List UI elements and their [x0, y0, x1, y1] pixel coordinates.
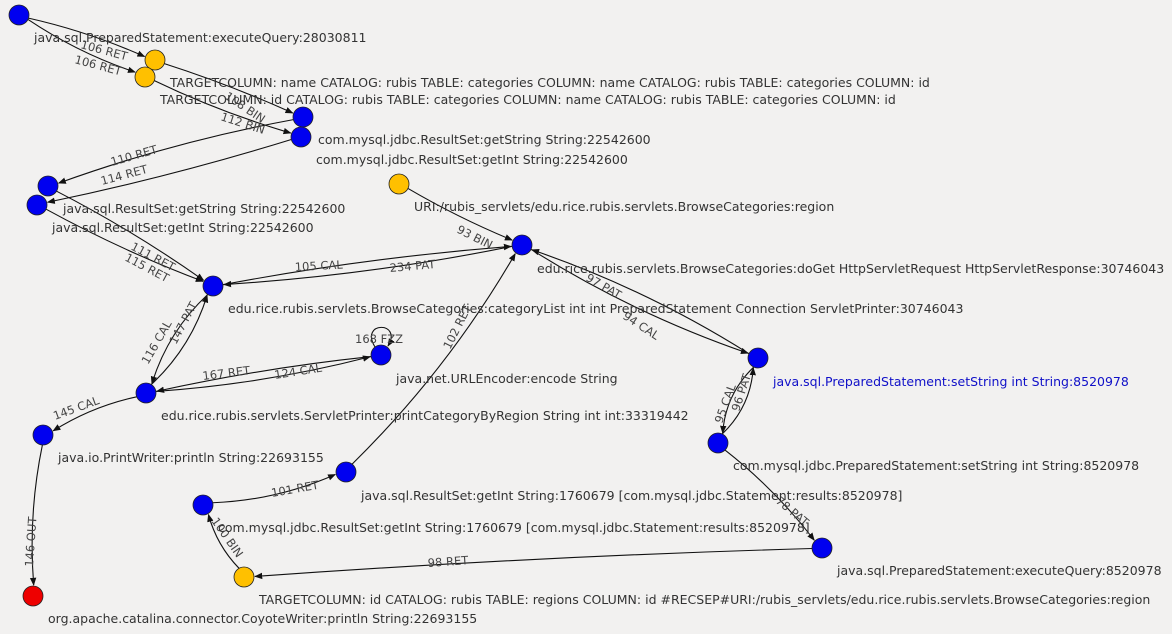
- edge-e106a: [28, 17, 146, 58]
- edge-e168: [370, 326, 395, 348]
- edge-e106b: [27, 18, 136, 73]
- graph-node-blue[interactable]: [202, 275, 224, 297]
- edge-label: 124 CAL: [273, 361, 323, 382]
- node-label: java.sql.ResultSet:getString String:2254…: [62, 201, 345, 216]
- node-label: com.mysql.jdbc.ResultSet:getInt String:1…: [218, 520, 810, 535]
- node-label: java.sql.PreparedStatement:executeQuery:…: [33, 30, 366, 45]
- edge-label: 147 PAT: [166, 299, 200, 347]
- edge-e112: [154, 80, 292, 135]
- graph-node-blue[interactable]: [192, 494, 214, 516]
- graph-node-blue[interactable]: [335, 461, 357, 483]
- edge-e108: [164, 63, 294, 114]
- graph-node-blue[interactable]: [811, 537, 833, 559]
- graph-node-yellow[interactable]: [233, 566, 255, 588]
- node-label: com.mysql.jdbc.ResultSet:getInt String:2…: [316, 152, 628, 167]
- node-label: org.apache.catalina.connector.CoyoteWrit…: [48, 611, 477, 626]
- edge-e100: [207, 513, 240, 569]
- edge-label: 146 OUT: [22, 515, 40, 567]
- node-label: URI:/rubis_servlets/edu.rice.rubis.servl…: [414, 199, 834, 214]
- node-label: edu.rice.rubis.servlets.BrowseCategories…: [537, 261, 1164, 276]
- edge-e93: [407, 187, 513, 241]
- graph-node-yellow[interactable]: [388, 173, 410, 195]
- edge-e97: [531, 249, 750, 355]
- node-label: java.sql.PreparedStatement:executeQuery:…: [836, 563, 1162, 578]
- graph-node-blue[interactable]: [747, 347, 769, 369]
- node-label: TARGETCOLUMN: id CATALOG: rubis TABLE: c…: [159, 92, 896, 107]
- graph-node-blue[interactable]: [8, 4, 30, 26]
- edge-e124: [155, 355, 371, 392]
- node-label: java.io.PrintWriter:println String:22693…: [57, 450, 324, 465]
- edge-e145: [52, 396, 137, 432]
- edge-e96: [721, 367, 756, 435]
- node-label: java.sql.ResultSet:getInt String:2254260…: [51, 220, 314, 235]
- node-label: com.mysql.jdbc.PreparedStatement:setStri…: [733, 458, 1139, 473]
- edge-e94: [530, 248, 749, 354]
- edge-e115: [45, 208, 204, 282]
- node-label: java.sql.ResultSet:getInt String:1760679…: [360, 488, 902, 503]
- edge-e101: [212, 473, 337, 504]
- edge-e146: [29, 444, 43, 586]
- edge-e111: [56, 190, 205, 281]
- edge-label: 93 BIN: [455, 222, 495, 252]
- node-label: TARGETCOLUMN: id CATALOG: rubis TABLE: r…: [258, 592, 1150, 607]
- edge-e105: [223, 245, 513, 288]
- edge-e114: [46, 138, 292, 204]
- edge-e110: [57, 119, 294, 184]
- node-label: TARGETCOLUMN: name CATALOG: rubis TABLE:…: [169, 75, 930, 90]
- edge-e98: [254, 547, 813, 580]
- graph-node-blue[interactable]: [511, 234, 533, 256]
- graph-node-yellow[interactable]: [134, 66, 156, 88]
- edge-label: 234 PAT: [389, 257, 437, 275]
- graph-node-blue[interactable]: [292, 106, 314, 128]
- graph-node-blue[interactable]: [135, 382, 157, 404]
- node-label: java.sql.PreparedStatement:setString int…: [772, 374, 1129, 389]
- node-label: java.net.URLEncoder:encode String: [395, 371, 618, 386]
- graph-node-yellow[interactable]: [144, 49, 166, 71]
- edge-e147: [150, 294, 209, 385]
- edge-label: 105 CAL: [294, 257, 343, 274]
- graph-node-red[interactable]: [22, 585, 44, 607]
- graph-node-blue[interactable]: [707, 432, 729, 454]
- graph-node-blue[interactable]: [370, 344, 392, 366]
- node-label: edu.rice.rubis.servlets.BrowseCategories…: [228, 301, 963, 316]
- graph-node-blue[interactable]: [32, 424, 54, 446]
- edge-e116: [150, 294, 209, 385]
- edge-e167: [156, 356, 372, 393]
- edge-label: 114 RET: [99, 162, 150, 188]
- edge-e234: [222, 243, 512, 286]
- node-label: edu.rice.rubis.servlets.ServletPrinter:p…: [161, 408, 689, 423]
- edge-e102: [351, 253, 516, 465]
- edge-label: 101 RET: [270, 478, 321, 500]
- edge-e78: [724, 449, 815, 541]
- edge-label: 167 RET: [202, 363, 252, 383]
- graph-node-blue[interactable]: [37, 175, 59, 197]
- edge-e95: [720, 366, 755, 434]
- node-label: com.mysql.jdbc.ResultSet:getString Strin…: [318, 132, 651, 147]
- edge-label: 168 FZZ: [355, 332, 403, 346]
- graph-node-blue[interactable]: [26, 194, 48, 216]
- edge-label: 98 RET: [427, 553, 469, 570]
- graph-node-blue[interactable]: [290, 126, 312, 148]
